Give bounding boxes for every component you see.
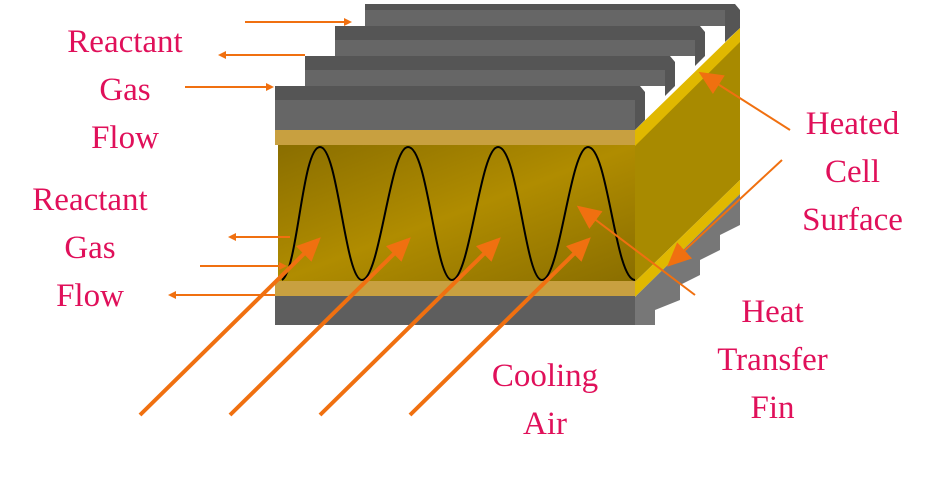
label-line: Gas <box>99 72 151 108</box>
label-line: Heated <box>805 106 900 142</box>
label-line: Reactant <box>67 24 183 60</box>
heat-transfer-fin-label: Heat Transfer Fin <box>700 288 845 432</box>
bottom-plate <box>275 296 635 325</box>
cooling-air-label: Cooling Air <box>475 352 615 448</box>
label-line: Gas <box>64 230 116 266</box>
cooling-air-arrows <box>138 237 591 417</box>
heated-cell-surface-label: Heated Cell Surface <box>785 100 920 244</box>
reactant-gas-flow-top-label: Reactant Gas Flow <box>50 18 200 162</box>
reactant-gas-flow-bottom-label: Reactant Gas Flow <box>15 176 165 320</box>
label-line: Surface <box>802 202 903 238</box>
top-plate-ribs <box>275 4 740 130</box>
top-gold-layer <box>275 130 635 145</box>
label-line: Flow <box>91 120 159 156</box>
top-gold-side <box>635 28 740 146</box>
label-line: Flow <box>56 278 124 314</box>
fin-side-face <box>635 40 740 282</box>
label-line: Transfer <box>717 342 828 378</box>
label-line: Cell <box>825 154 880 190</box>
bottom-gold-side <box>635 180 740 297</box>
label-line: Heat <box>741 294 804 330</box>
label-line: Fin <box>750 390 795 426</box>
label-line: Reactant <box>32 182 148 218</box>
label-line: Air <box>523 406 567 442</box>
heat-transfer-fin <box>281 145 636 282</box>
pointer-arrows <box>576 71 791 296</box>
label-line: Cooling <box>491 358 599 394</box>
reactant-flow-arrows <box>168 18 352 299</box>
